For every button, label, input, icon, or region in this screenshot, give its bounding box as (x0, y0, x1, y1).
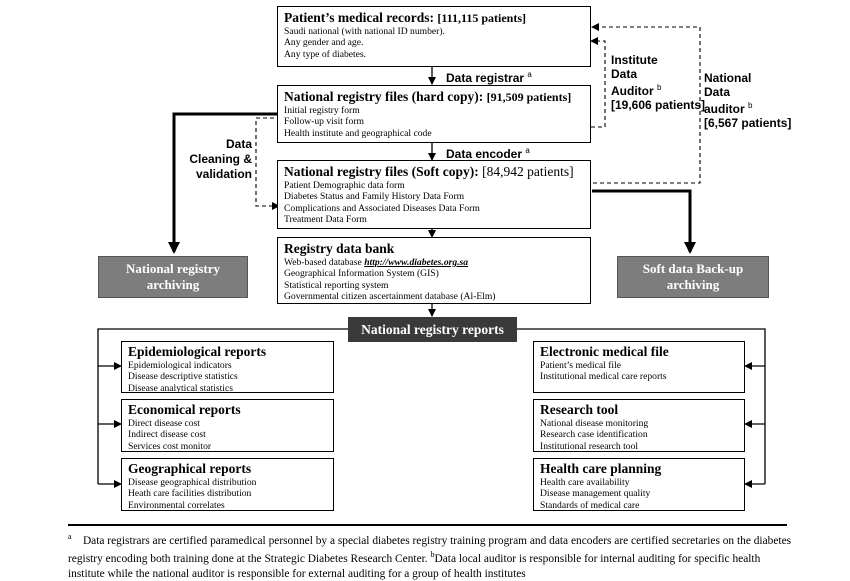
health-care-planning-box: Health care planning Health care availab… (533, 458, 745, 511)
report-line: Standards of medical care (540, 499, 640, 511)
institute-auditor-label: Institute Data Auditor b [19,606 patient… (611, 53, 706, 112)
medical-records-line: Saudi national (with national ID number)… (284, 26, 445, 37)
hard-copy-line: Initial registry form (284, 105, 360, 116)
soft-copy-line: Diabetes Status and Family History Data … (284, 191, 465, 203)
soft-copy-title: National registry files (Soft copy): (284, 164, 479, 179)
report-title: Research tool (540, 402, 619, 417)
report-title: Epidemiological reports (128, 344, 267, 359)
footnote-text-a: Data registrars are certified paramedica… (68, 534, 792, 566)
archive-right-arrow (592, 189, 696, 254)
hard-copy-title: National registry files (hard copy): (284, 89, 484, 104)
cleaning-label: Data Cleaning & validation (189, 137, 252, 181)
report-line: Health care availability (540, 477, 630, 488)
research-tool-box: Research tool National disease monitorin… (533, 399, 745, 452)
medical-records-line: Any type of diabetes. (284, 48, 367, 60)
left-bracket (97, 328, 348, 484)
geographical-reports-box: Geographical reports Disease geographica… (121, 458, 334, 511)
footnote-marker-b: b (430, 550, 435, 560)
data-encoder-label: Data encoder a (446, 146, 530, 161)
institute-auditor-loop (590, 37, 606, 128)
hard-copy-line: Follow-up visit form (284, 116, 364, 128)
footnote: a Data registrars are certified paramedi… (68, 530, 793, 581)
data-bank-title: Registry data bank (284, 241, 395, 256)
report-line: Disease management quality (540, 488, 651, 500)
report-line: Direct disease cost (128, 418, 200, 429)
report-line: Services cost monitor (128, 440, 212, 452)
soft-copy-line: Patient Demographic data form (284, 180, 405, 191)
medical-records-count: [111,115 patients] (437, 11, 527, 25)
right-bracket (517, 328, 766, 484)
report-title: Health care planning (540, 461, 662, 476)
report-title: Economical reports (128, 402, 241, 417)
report-line: Institutional research tool (540, 440, 639, 452)
national-auditor-loop (591, 23, 701, 184)
electronic-medical-file-box: Electronic medical file Patient’s medica… (533, 341, 745, 393)
medical-records-box: Patient’s medical records: [111,115 pati… (277, 6, 591, 67)
national-auditor-label: National Data auditor b [6,567 patients] (704, 71, 792, 130)
report-line: Disease analytical statistics (128, 382, 233, 394)
data-bank-line: Governmental citizen ascertainment datab… (284, 291, 496, 303)
economical-reports-box: Economical reports Direct disease cost I… (121, 399, 334, 452)
reports-header: National registry reports (348, 317, 517, 342)
report-title: Geographical reports (128, 461, 252, 476)
data-registrar-label: Data registrar a (446, 70, 532, 85)
data-bank-line: Geographical Information System (GIS) (284, 268, 439, 280)
medical-records-title: Patient’s medical records: (284, 10, 434, 25)
soft-copy-line: Complications and Associated Diseases Da… (284, 202, 480, 214)
soft-copy-count: [84,942 patients] (482, 164, 574, 179)
report-line: Environmental correlates (128, 499, 225, 511)
medical-records-line: Any gender and age. (284, 37, 364, 49)
report-line: Institutional medical care reports (540, 371, 667, 383)
report-line: Heath care facilities distribution (128, 488, 252, 500)
report-line: Disease geographical distribution (128, 477, 257, 488)
soft-copy-line: Treatment Data Form (284, 214, 367, 226)
report-line: National disease monitoring (540, 418, 649, 429)
archive-left-arrow (168, 112, 282, 254)
footnote-marker-a: a (68, 532, 72, 541)
report-line: Patient’s medical file (540, 360, 621, 371)
soft-copy-box: National registry files (Soft copy): [84… (277, 160, 591, 229)
data-bank-box: Registry data bank Web-based database ht… (277, 237, 591, 304)
report-line: Disease descriptive statistics (128, 371, 238, 383)
report-title: Electronic medical file (540, 344, 669, 359)
data-bank-line: Web-based database (284, 257, 362, 268)
hard-copy-box: National registry files (hard copy): [91… (277, 85, 591, 143)
website-link[interactable]: http://www.diabetes.org.sa (364, 257, 469, 268)
epidemiological-reports-box: Epidemiological reports Epidemiological … (121, 341, 334, 394)
data-bank-line: Statistical reporting system (284, 279, 389, 291)
hard-copy-count: [91,509 patients] (486, 90, 572, 104)
report-line: Research case identification (540, 429, 648, 441)
report-line: Indirect disease cost (128, 429, 206, 441)
hard-copy-line: Health institute and geographical code (284, 127, 432, 139)
report-line: Epidemiological indicators (128, 360, 232, 371)
